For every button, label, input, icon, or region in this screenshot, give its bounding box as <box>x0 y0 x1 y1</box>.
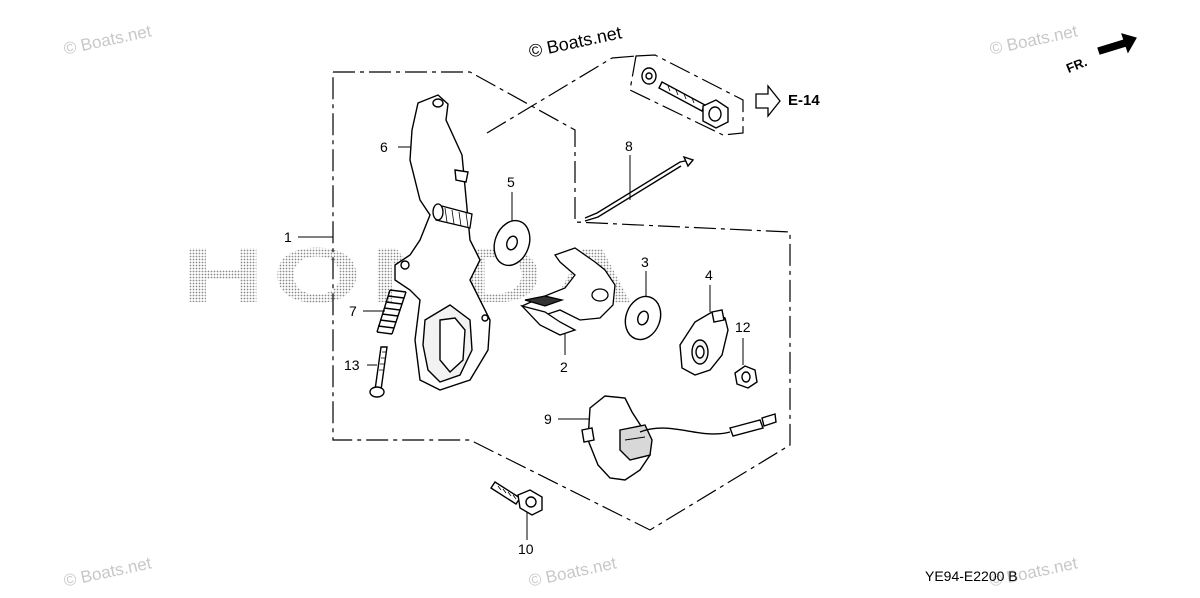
assembly-boundary <box>332 54 791 531</box>
callout-2: 2 <box>560 359 568 375</box>
reference-label: E-14 <box>788 92 820 109</box>
callout-3: 3 <box>641 254 649 270</box>
part-2-lever <box>519 247 616 336</box>
part-6-bracket <box>394 94 491 391</box>
callout-8: 8 <box>625 138 633 154</box>
part-8-rod <box>584 155 695 222</box>
callout-7: 7 <box>349 303 357 319</box>
reference-arrow <box>755 84 781 118</box>
part-13-screw <box>369 346 388 398</box>
ref-bolt-group <box>641 67 729 129</box>
callout-6: 6 <box>380 139 388 155</box>
callout-9: 9 <box>544 411 552 427</box>
part-10-bolt <box>490 481 543 516</box>
callout-5: 5 <box>507 174 515 190</box>
part-4-plate <box>679 309 729 376</box>
part-12-nut <box>734 365 758 389</box>
callout-10: 10 <box>518 541 534 557</box>
part-7-spring <box>376 289 407 335</box>
part-5-washer <box>493 219 531 267</box>
callout-13: 13 <box>344 357 360 373</box>
bracket-stud <box>432 203 473 229</box>
front-direction-arrow <box>1097 33 1137 55</box>
diagram-code: YE94-E2200 B <box>925 568 1018 584</box>
callout-1: 1 <box>284 229 292 245</box>
leader-lines <box>298 146 744 540</box>
part-3-washer <box>624 295 662 341</box>
callout-4: 4 <box>705 267 713 283</box>
part-9-knob <box>581 395 777 481</box>
callout-12: 12 <box>735 319 751 335</box>
